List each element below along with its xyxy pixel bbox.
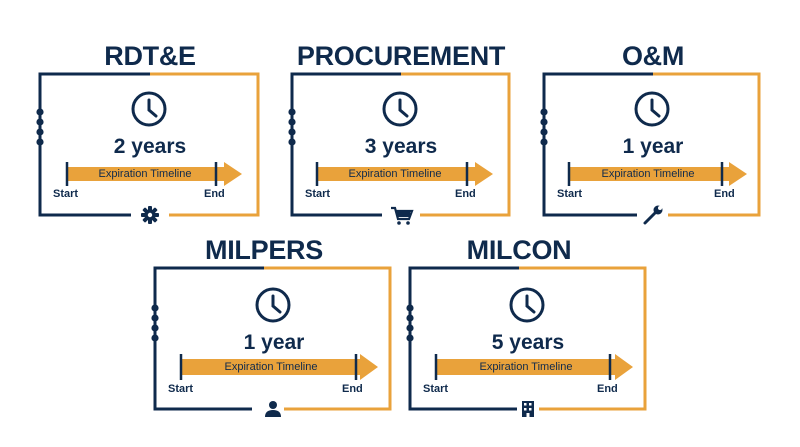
- card-om: O&M 1 year Expiration Timeline: [523, 34, 783, 234]
- card-title: O&M: [621, 41, 685, 71]
- duration-label: 2 years: [113, 135, 187, 158]
- shopping-cart-icon: [391, 206, 414, 225]
- clock-icon: [382, 91, 418, 127]
- timeline-label: Expiration Timeline: [479, 361, 573, 373]
- end-label: End: [714, 188, 735, 200]
- card-title: PROCUREMENT: [296, 41, 506, 71]
- clock-icon: [131, 91, 167, 127]
- gear-icon: [141, 206, 159, 224]
- timeline-label: Expiration Timeline: [98, 168, 192, 180]
- duration-label: 5 years: [491, 331, 565, 354]
- clock-icon: [634, 91, 670, 127]
- timeline-arrow: [315, 162, 493, 186]
- start-label: Start: [168, 383, 194, 395]
- timeline-arrow: [434, 354, 633, 380]
- start-label: Start: [423, 383, 449, 395]
- frame-dots: [288, 108, 296, 146]
- card-frame: [288, 72, 511, 225]
- clock-icon: [255, 287, 291, 323]
- end-label: End: [455, 188, 476, 200]
- card-milpers: MILPERS 1 year Expiration Timeline S: [134, 228, 394, 428]
- start-label: Start: [53, 188, 79, 200]
- timeline-label: Expiration Timeline: [224, 361, 318, 373]
- timeline-arrow: [65, 162, 242, 186]
- card-frame: [406, 266, 647, 417]
- end-label: End: [597, 383, 618, 395]
- clock-icon: [509, 287, 545, 323]
- card-frame: [540, 72, 761, 225]
- card-title: MILCON: [466, 235, 572, 265]
- timeline-arrow: [179, 354, 378, 380]
- timeline-arrow: [567, 162, 747, 186]
- card-title: RDT&E: [104, 41, 196, 71]
- card-title: MILPERS: [205, 235, 323, 265]
- frame-dots: [151, 304, 159, 342]
- end-label: End: [204, 188, 225, 200]
- frame-dots: [406, 304, 414, 342]
- card-frame: [36, 72, 260, 224]
- end-label: End: [342, 383, 363, 395]
- card-procurement: PROCUREMENT 3 years Ex: [271, 34, 531, 234]
- timeline-label: Expiration Timeline: [601, 168, 695, 180]
- card-frame: [151, 266, 392, 417]
- start-label: Start: [305, 188, 331, 200]
- duration-label: 3 years: [364, 135, 438, 158]
- card-milcon: MILCON 5: [389, 228, 649, 428]
- duration-label: 1 year: [243, 331, 305, 354]
- frame-dots: [540, 108, 548, 146]
- person-icon: [265, 401, 281, 417]
- card-rdte: RDT&E 2: [20, 34, 280, 234]
- start-label: Start: [557, 188, 583, 200]
- frame-dots: [36, 108, 44, 146]
- wrench-icon: [643, 205, 663, 225]
- timeline-label: Expiration Timeline: [348, 168, 442, 180]
- duration-label: 1 year: [622, 135, 684, 158]
- building-icon: [522, 401, 534, 417]
